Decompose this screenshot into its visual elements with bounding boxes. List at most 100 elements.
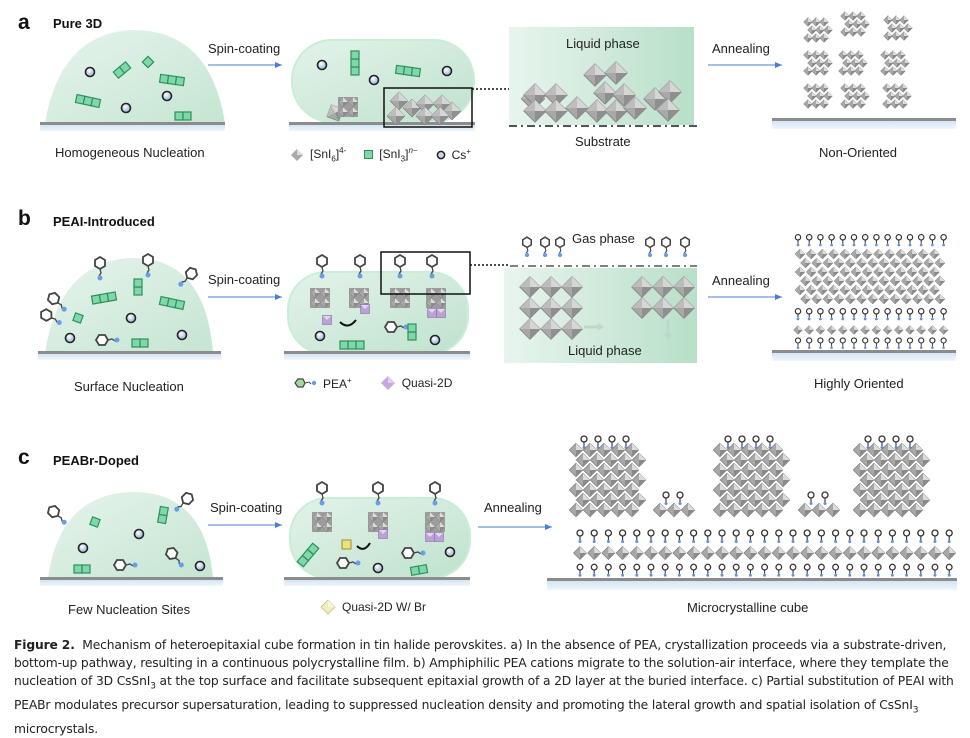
oriented-octahedron	[917, 284, 929, 296]
grain-octahedron	[882, 99, 892, 109]
layer-pea	[746, 529, 755, 544]
oriented-octahedron	[916, 325, 927, 335]
layer-octahedron	[885, 545, 900, 561]
grain-octahedron	[803, 17, 813, 27]
grain-octahedron	[819, 33, 829, 43]
cube-octahedron	[582, 482, 598, 498]
layer-pea	[675, 529, 684, 544]
cube-octahedron	[852, 462, 868, 478]
cube-octahedron	[797, 502, 813, 518]
oriented-octahedron	[805, 284, 817, 296]
cube-octahedron	[733, 492, 749, 508]
zoom-label-gas-phase: Gas phase	[572, 231, 635, 246]
oriented-octahedron	[884, 266, 896, 278]
cube-octahedron	[754, 482, 770, 498]
grain-octahedron	[899, 31, 909, 41]
oriented-octahedron	[811, 293, 823, 305]
oriented-octahedron	[822, 293, 834, 305]
layer-pea	[619, 563, 627, 578]
oriented-pea	[828, 308, 835, 321]
grain-octahedron	[888, 50, 898, 60]
oriented-octahedron	[900, 257, 912, 269]
oriented-octahedron	[828, 284, 840, 296]
grain-octahedron	[892, 58, 902, 68]
oriented-pea	[906, 337, 914, 350]
layer-octahedron	[927, 545, 943, 561]
cube-octahedron	[568, 502, 584, 518]
cube-octahedron	[582, 502, 598, 518]
oriented-octahedron	[839, 284, 851, 296]
arrow-label-spin-coating-b: Spin-coating	[208, 272, 281, 287]
figure-schematic	[37, 11, 957, 590]
oriented-octahedron	[816, 248, 828, 260]
cube-octahedron	[719, 452, 735, 468]
cube-octahedron	[915, 492, 931, 508]
layer-pea	[831, 529, 840, 544]
layer-octahedron	[572, 545, 588, 561]
oriented-octahedron	[800, 275, 811, 287]
oriented-pea	[862, 337, 869, 350]
cube-octahedron	[617, 472, 633, 488]
cube-octahedron	[652, 502, 668, 518]
cube-octahedron	[603, 492, 619, 508]
oriented-octahedron	[800, 293, 811, 305]
grain-octahedron	[860, 91, 870, 101]
oriented-pea	[873, 234, 880, 247]
cube-pea	[821, 491, 829, 506]
panel-b-drawing	[37, 234, 956, 363]
cube-octahedron	[617, 492, 633, 508]
oriented-octahedron	[816, 284, 828, 296]
grain-octahedron	[838, 66, 848, 76]
layer-pea	[917, 563, 925, 578]
layer-pea	[888, 563, 896, 578]
cube-octahedron	[582, 442, 598, 458]
oriented-pea	[873, 337, 880, 350]
layer-pea	[945, 563, 953, 578]
oriented-octahedron	[828, 248, 840, 260]
oriented-pea	[794, 337, 802, 350]
cube-octahedron	[880, 442, 896, 458]
cube-octahedron	[610, 462, 626, 478]
cube-octahedron	[726, 442, 742, 458]
grain-octahedron	[848, 11, 858, 21]
layer-octahedron	[942, 545, 957, 561]
cube-octahedron	[631, 452, 647, 468]
oriented-pea	[806, 337, 813, 350]
oriented-octahedron	[833, 257, 845, 269]
grain-octahedron	[838, 50, 848, 60]
cube-octahedron	[768, 482, 784, 498]
cube-octahedron	[624, 502, 640, 518]
layer-octahedron	[700, 545, 715, 561]
oriented-octahedron	[923, 293, 935, 305]
grain-octahedron	[848, 83, 858, 93]
oriented-pea	[794, 308, 802, 321]
cube-octahedron	[852, 442, 868, 458]
cube-octahedron	[866, 502, 882, 518]
oriented-pea	[805, 234, 813, 247]
cube-octahedron	[775, 472, 791, 488]
grain-octahedron	[811, 33, 821, 43]
oriented-octahedron	[938, 325, 949, 335]
substrate	[40, 125, 225, 131]
cube-octahedron	[617, 452, 633, 468]
layer-pea	[817, 529, 826, 544]
cube-octahedron	[740, 482, 756, 498]
cube-octahedron	[719, 472, 735, 488]
grain-octahedron	[840, 11, 850, 21]
grain-octahedron	[846, 66, 856, 76]
oriented-pea	[940, 234, 947, 247]
grain-octahedron	[887, 23, 897, 33]
oriented-octahedron	[872, 284, 884, 296]
layer-pea	[704, 563, 712, 578]
layer-pea	[590, 529, 598, 544]
layer-pea	[888, 529, 897, 544]
cube-octahedron	[908, 462, 924, 478]
grain-octahedron	[898, 83, 908, 93]
oriented-pea	[929, 308, 936, 321]
cube-octahedron	[747, 492, 763, 508]
oriented-octahedron	[878, 275, 890, 287]
oriented-octahedron	[895, 284, 907, 296]
cube-octahedron	[589, 472, 605, 488]
layer-pea	[775, 529, 783, 544]
grain-octahedron	[807, 25, 817, 35]
